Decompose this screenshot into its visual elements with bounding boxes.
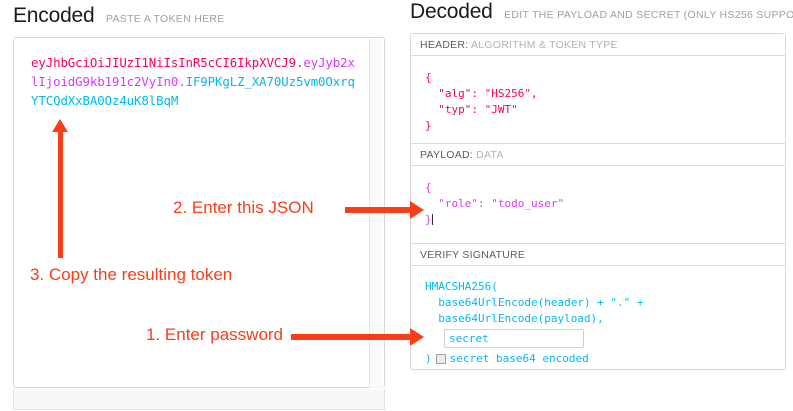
header-section-key: HEADER: [420,39,469,51]
header-section-value: ALGORITHM & TOKEN TYPE [471,39,618,51]
token-signature-segment: IF9PKgLZ_XA70Uz5vm0OxrqYTCQdXxBA0Oz4uK8l… [31,74,355,108]
section-header-label-payload: PAYLOAD: DATA [411,144,785,166]
encoded-subtitle: PASTE A TOKEN HERE [105,13,225,25]
annotation-arrow-3 [52,119,68,258]
payload-section-key: PAYLOAD: [420,149,473,161]
encoded-token-text[interactable]: eyJhbGciOiJIUzI1NiIsInR5cCI6IkpXVCJ9.eyJ… [31,53,361,110]
token-payload-segment: eyJyb2xlIjoidG9kb191c2VyIn0 [31,55,355,89]
hmac-line-3: base64UrlEncode(payload), [425,312,604,325]
annotation-step-1: 1. Enter password [146,325,284,344]
decoded-panel: HEADER: ALGORITHM & TOKEN TYPE { "alg": … [410,33,786,370]
encoded-token-panel[interactable]: eyJhbGciOiJIUzI1NiIsInR5cCI6IkpXVCJ9.eyJ… [13,37,385,388]
token-dot-2: . [178,74,186,89]
payload-json-text: { "role": "todo_user" } [425,181,565,226]
encoded-heading: Encoded PASTE A TOKEN HERE [13,4,225,28]
secret-input[interactable] [444,329,584,348]
annotation-arrow-2 [345,201,424,219]
base64-checkbox[interactable] [435,354,446,364]
token-header-segment: eyJhbGciOiJIUzI1NiIsInR5cCI6IkpXVCJ9 [31,55,296,70]
annotation-step-3: 3. Copy the resulting token [30,265,233,284]
hmac-line-2: base64UrlEncode(header) + "." + [425,296,644,309]
hmac-line-1: HMACSHA256( [425,280,498,293]
signature-section-key: VERIFY SIGNATURE [420,249,526,261]
hmac-close-paren: ) [425,352,432,365]
text-caret [431,214,433,225]
annotation-step-2: 2. Enter this JSON [173,198,314,217]
signature-body: HMACSHA256( base64UrlEncode(header) + ".… [411,266,785,365]
payload-section-value: DATA [476,149,504,161]
base64-encoded-row[interactable]: ) secret base64 encoded [425,351,785,367]
decoded-subtitle: EDIT THE PAYLOAD AND SECRET (ONLY HS256 … [504,9,793,21]
header-json-body: { "alg": "HS256", "typ": "JWT" } [411,56,785,144]
encoded-panel-footer [13,389,385,410]
encoded-title: Encoded [13,4,95,27]
base64-checkbox-label: secret base64 encoded [449,352,589,365]
section-header-label-header: HEADER: ALGORITHM & TOKEN TYPE [411,34,785,56]
encoded-scrollbar[interactable] [369,39,383,388]
annotation-arrow-1 [291,328,424,346]
decoded-title: Decoded [410,0,493,23]
decoded-heading: Decoded EDIT THE PAYLOAD AND SECRET (ONL… [410,0,793,24]
token-dot-1: . [295,55,304,70]
section-header-label-signature: VERIFY SIGNATURE [411,244,785,266]
payload-json-editor[interactable]: { "role": "todo_user" } [411,166,785,244]
